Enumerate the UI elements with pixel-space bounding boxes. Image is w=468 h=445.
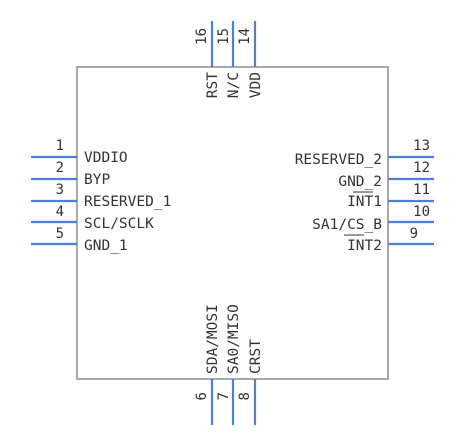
pin-label-gnd-1: GND_1 [84,238,128,254]
pin-label-int2: INT2 [347,238,382,254]
pin-label-reserved-2: RESERVED_2 [295,152,382,168]
pin-number-5: 5 [56,226,64,242]
pin-label-sa0-miso: SA0/MISO [226,304,242,374]
pin-number-14: 14 [237,28,253,45]
pin-number-6: 6 [194,392,210,400]
pin-label-gnd-2: GND_2 [338,174,382,190]
pin-label-reserved-1: RESERVED_1 [84,194,171,210]
ic-body-outline [76,66,389,380]
pin-number-13: 13 [413,138,430,154]
pin-number-2: 2 [56,160,64,176]
pin-label-rst: RST [205,72,221,98]
pin-number-11: 11 [413,182,430,198]
pin-label-vdd: VDD [248,72,264,98]
pin-number-1: 1 [56,138,64,154]
pin-label-byp: BYP [84,172,110,188]
pin-number-3: 3 [56,182,64,198]
pin-number-4: 4 [56,204,64,220]
pin-label-sda-mosi: SDA/MOSI [205,304,221,374]
pin-number-12: 12 [413,160,430,176]
pin-number-9: 9 [410,226,418,242]
pin-number-7: 7 [216,392,232,400]
pin-label-vddio: VDDIO [84,150,128,166]
pin-number-8: 8 [237,392,253,400]
pin-number-16: 16 [194,28,210,45]
pin-label-sa1-cs-b: SA1/CS_B [312,217,382,233]
pin-label-scl-sclk: SCL/SCLK [84,216,154,232]
pin-label-int1: INT1 [347,194,382,210]
pin-label-n-c: N/C [226,72,242,98]
pin-number-15: 15 [216,28,232,45]
pin-number-10: 10 [413,204,430,220]
pin-label-crst: CRST [248,339,264,374]
